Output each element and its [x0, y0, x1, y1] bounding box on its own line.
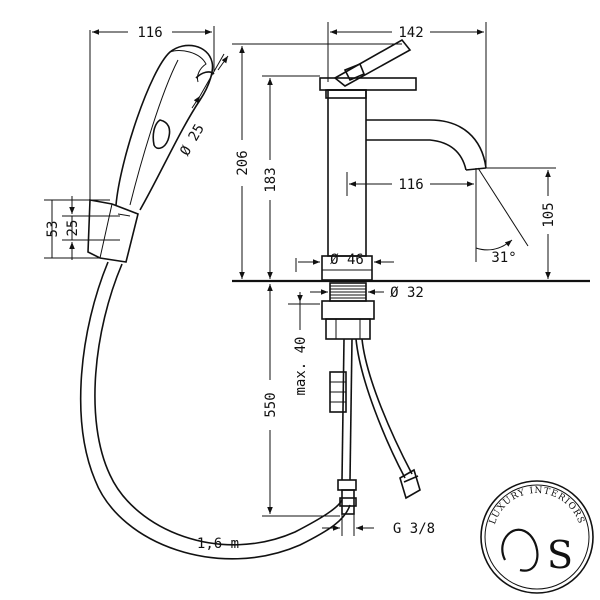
thread-lines: [330, 285, 366, 299]
dim-diameter-46: Ø 46: [330, 252, 364, 268]
dim-116-top: 116: [137, 25, 162, 41]
dim-116-mid: 116: [398, 177, 423, 193]
luxury-interiors-logo: LUXURY INTERIORS S: [480, 480, 594, 594]
dimension-labels: 116 142 206 183 Ø 25 53 25 116 105 31° Ø…: [45, 25, 557, 552]
dim-max-40: max. 40: [293, 336, 309, 395]
dim-g-3-8: G 3/8: [393, 521, 435, 537]
dim-53: 53: [45, 221, 61, 238]
dim-550: 550: [263, 392, 279, 417]
dim-hose-length: 1,6 m: [197, 536, 239, 552]
dim-diameter-25: Ø 25: [177, 121, 208, 158]
dim-diameter-32: Ø 32: [390, 285, 424, 301]
hand-shower: [115, 44, 215, 211]
dim-142: 142: [398, 25, 423, 41]
dim-183: 183: [263, 167, 279, 192]
dim-25: 25: [65, 220, 81, 237]
faucet: [232, 38, 590, 515]
dim-angle-31: 31°: [491, 250, 516, 266]
dim-105: 105: [541, 202, 557, 227]
shower-holder: [87, 199, 139, 263]
hose: [79, 261, 351, 560]
dim-206: 206: [235, 150, 251, 175]
dimension-lines: [44, 22, 556, 536]
logo-mark: S: [547, 533, 573, 577]
